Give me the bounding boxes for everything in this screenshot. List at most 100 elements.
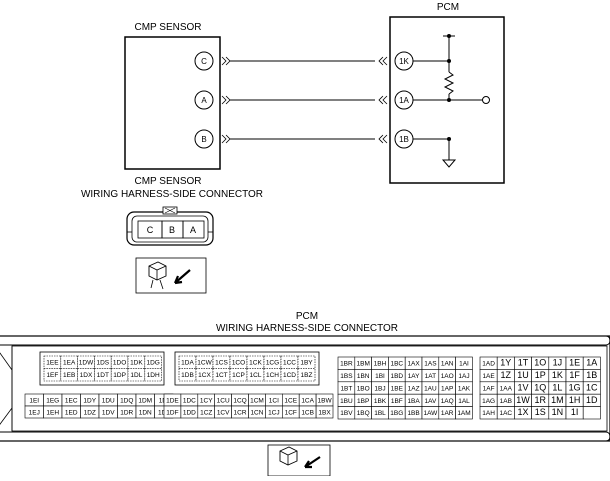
pin-label: 1I [571,407,579,417]
pin-label: 1DE [166,397,179,404]
pin-label: 1CN [250,409,263,416]
pin-label: 1W [516,395,530,405]
pcm-block-3: 1EI1EG1EC1DY1DU1DQ1DM1DI1EJ1EH1ED1DZ1DV1… [24,393,174,419]
pin-label: 1R [534,395,546,405]
pin-label: 1M [551,395,564,405]
pin-label: 1DW [79,360,94,367]
cmp-connector-marks [221,56,231,144]
pin-label: 1BX [318,409,331,416]
pin-label: 1EC [65,397,78,404]
cmp-terminal-b-label: B [201,135,206,144]
pcm-connector-title-2: WIRING HARNESS-SIDE CONNECTOR [216,323,398,334]
pin-label: 1BP [357,398,369,405]
pin-label: 1DN [139,409,152,416]
pin-label: 1G [569,382,581,392]
pin-label: 1BW [318,397,333,404]
pin-label: 1BA [407,398,420,405]
pin-label: 1AE [482,373,495,380]
pin-label: 1S [535,407,546,417]
pin-label: 1CP [232,372,245,379]
pin-label: 1Q [534,382,546,392]
pin-label: 1BC [390,361,403,368]
pin-label: 1AD [482,361,495,368]
pin-label: 1AX [407,361,420,368]
pin-label: 1CM [250,397,264,404]
pin-label: 1BE [391,385,404,392]
pin-label: 1EB [63,372,75,379]
pin-label: 1BF [391,398,403,405]
pin-label: 1BB [407,410,419,417]
cmp-terminal-b [194,129,214,149]
cmp-terminal-c-label: C [201,57,207,66]
cmp-pin-c: C [147,225,154,235]
pin-label: 1BU [340,398,353,405]
pin-label: 1CI [269,397,279,404]
pin-label: 1DV [102,409,115,416]
pin-label: 1DD [183,409,196,416]
pin-label: 1BD [390,373,403,380]
pin-label: 1X [517,407,528,417]
pin-label: 1H [569,395,581,405]
pin-label: 1DK [130,360,143,367]
pcm-terminal-1k-label: 1K [399,57,409,66]
pin-label: 1BR [340,361,353,368]
pin-label: 1DH [147,372,160,379]
pin-label: 1AW [423,410,438,417]
pin-cell [582,406,601,420]
pin-label: 1CW [197,360,212,367]
pin-label: 1EI [29,397,39,404]
pcm-connector-body [0,335,610,442]
pin-label: 1DL [130,372,142,379]
pin-label: 1L [552,382,562,392]
pin-label: 1DQ [120,397,133,404]
pin-cell [297,368,316,382]
pin-label: 1AR [441,410,454,417]
pin-label: 1CH [266,372,279,379]
pin-label: 1AO [441,373,454,380]
cmp-connector-face [126,206,214,246]
pin-label: 1CT [215,372,227,379]
pin-label: 1AK [458,385,471,392]
pin-label: 1T [518,358,529,368]
pin-label: 1DP [113,372,126,379]
pin-label: 1D [586,395,598,405]
pin-label: 1BS [340,373,353,380]
pin-label: 1J [553,358,563,368]
pin-label: 1AF [483,385,495,392]
pin-label: 1CZ [200,409,212,416]
pin-label: 1CY [200,397,213,404]
pin-label: 1CC [283,360,296,367]
pin-label: 1A [586,358,597,368]
pcm-junction-1k [447,59,451,63]
pin-label: 1DX [80,372,93,379]
pin-cell [455,406,473,420]
pin-label: 1E [569,358,580,368]
pin-cell [77,368,95,382]
pin-label: 1BH [374,361,387,368]
pin-label: 1CA [301,397,314,404]
pin-label: 1AN [441,361,454,368]
pcm-junction-top [447,34,451,38]
pcm-box [389,16,505,184]
pin-label: 1CL [250,372,262,379]
pin-label: 1DT [97,372,109,379]
pin-label: 1DM [138,397,152,404]
cmp-connector-title-2: WIRING HARNESS-SIDE CONNECTOR [81,189,263,200]
pcm-connector-marks [378,56,388,144]
pin-label: 1CB [301,409,314,416]
pin-label: 1CG [266,360,279,367]
cmp-sensor-box [124,36,221,170]
pin-label: 1AA [500,385,513,392]
pin-label: 1DA [181,360,194,367]
pin-label: 1DR [120,409,133,416]
pin-label: 1AU [424,385,437,392]
pin-label: 1CS [215,360,228,367]
pin-label: 1ED [65,409,78,416]
pin-label: 1EE [46,360,59,367]
pin-label: 1AV [424,398,436,405]
pin-label: 1DC [183,397,196,404]
pin-label: 1P [535,370,546,380]
